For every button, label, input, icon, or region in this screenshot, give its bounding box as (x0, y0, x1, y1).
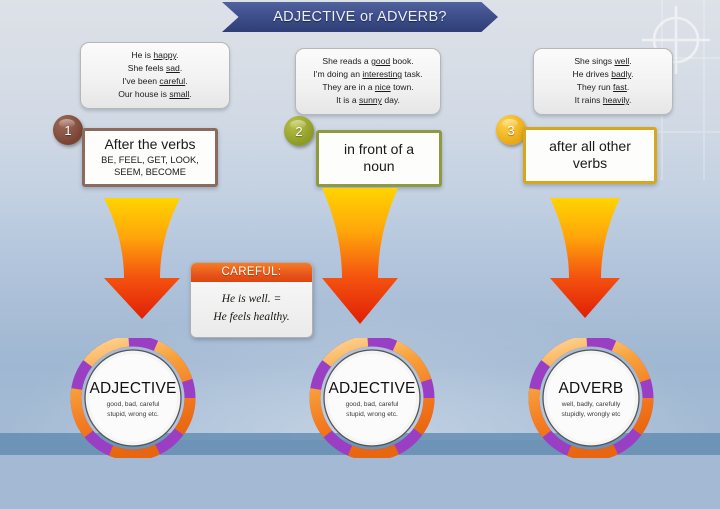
crosshair-icon (642, 6, 710, 74)
highlighted-word: sad (165, 63, 180, 74)
page-title: ADJECTIVE or ADVERB? (273, 9, 447, 25)
highlighted-word: badly (611, 69, 632, 80)
highlighted-word: happy (153, 50, 177, 60)
example-sentence: They run fast. (576, 82, 630, 93)
step-badge-3: 3 (496, 115, 526, 145)
careful-header: CAREFUL: (191, 263, 312, 282)
example-sentence: It rains heavily. (574, 95, 632, 106)
step-badge-2-label: 2 (295, 123, 303, 139)
example-sentence: He drives badly. (572, 69, 634, 80)
example-sentence: It is a sunny day. (336, 95, 400, 106)
down-arrow-icon-1 (104, 198, 180, 319)
careful-line-1: He is well. = (221, 293, 282, 305)
result-circle-2-ring (309, 338, 435, 458)
example-sentence: Our house is small. (118, 89, 192, 100)
result-circle-3-ring (528, 338, 654, 458)
highlighted-word: small (169, 89, 190, 100)
example-sentence: She sings well. (574, 56, 632, 66)
result-circle-1-ring (70, 338, 196, 458)
careful-body: He is well. = He feels healthy. (191, 282, 312, 337)
highlighted-word: nice (374, 82, 391, 93)
example-sentence: I've been careful. (122, 76, 188, 87)
careful-line-2: He feels healthy. (213, 311, 290, 324)
highlighted-word: well (614, 56, 630, 66)
result-circle-1-title: ADJECTIVE (89, 379, 177, 397)
step-badge-2: 2 (284, 116, 314, 146)
highlighted-word: sunny (359, 95, 382, 106)
step-badge-3-label: 3 (507, 122, 515, 138)
example-sentence: She reads a good book. (322, 56, 414, 66)
example-box-3: She sings well. He drives badly. They run … (533, 48, 673, 116)
highlighted-word: heavily (602, 95, 629, 106)
result-circle-2-title: ADJECTIVE (328, 379, 416, 397)
example-sentence: He is happy. (131, 50, 179, 60)
careful-callout: CAREFUL: He is well. = He feels healthy. (190, 262, 313, 338)
highlighted-word: good (371, 56, 391, 66)
example-box-2: She reads a good book. I'm doing an inter… (295, 48, 441, 116)
example-sentence: She feels sad. (127, 63, 183, 74)
result-circle-3-title: ADVERB (558, 379, 624, 397)
step-badge-1-label: 1 (64, 122, 72, 138)
background-lower-band (0, 455, 720, 509)
down-arrow-icon-2 (322, 188, 398, 324)
page-title-banner: ADJECTIVE or ADVERB? (222, 2, 498, 32)
example-sentence: They are in a nice town. (322, 82, 414, 93)
step-badge-1: 1 (53, 115, 83, 145)
highlighted-word: fast (613, 82, 627, 93)
example-box-1: He is happy. She feels sad. I've been care… (80, 42, 230, 110)
example-sentence: I'm doing an interesting task. (313, 69, 423, 80)
down-arrow-icon-3 (550, 198, 620, 318)
highlighted-word: interesting (362, 69, 403, 80)
rule-1-subtext: BE, FEEL, GET, LOOK,SEEM, BECOME (101, 154, 199, 178)
rule-1-headline: After the verbs (104, 136, 196, 152)
highlighted-word: careful (159, 76, 186, 87)
rule-box-1: After the verbs BE, FEEL, GET, LOOK,SEEM… (82, 128, 218, 187)
